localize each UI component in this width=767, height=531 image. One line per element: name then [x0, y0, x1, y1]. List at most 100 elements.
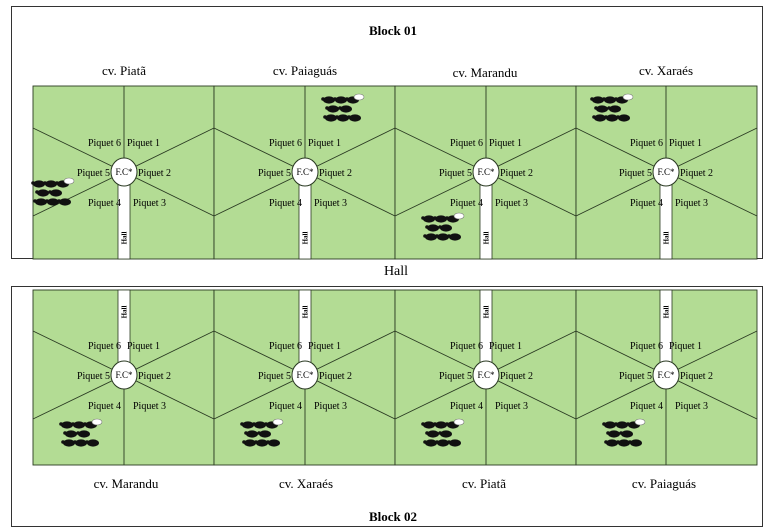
piquet-3-label: Piquet 3 [495, 401, 528, 412]
fence-line [123, 374, 215, 420]
block-02-cultivar-4: cv. Paiaguás [631, 476, 697, 491]
cattle-herd-icon [321, 93, 365, 122]
cattle-head-icon [435, 440, 439, 444]
cattle-icon [440, 430, 452, 438]
piquet-1-label: Piquet 1 [127, 341, 160, 352]
cattle-head-icon [335, 115, 339, 119]
cattle-head-icon [83, 422, 87, 426]
feeding-center [110, 360, 138, 390]
cattle-icon [244, 439, 256, 447]
cattle-herd-icon [421, 212, 465, 241]
cattle-icon [425, 439, 437, 447]
cattle-head-icon [338, 106, 342, 110]
hall-corridor [659, 183, 673, 260]
fence-line [665, 374, 758, 420]
block-01-cultivar-1: cv. Piatã [102, 63, 146, 78]
cattle-head-icon [616, 115, 620, 119]
fence-line [394, 127, 487, 173]
white-cattle-icon [634, 418, 646, 426]
cattle-icon [435, 421, 447, 429]
cattle-icon [349, 114, 361, 122]
cattle-head-icon [31, 181, 35, 185]
cattle-head-icon [244, 431, 248, 435]
cattle-icon [449, 233, 461, 241]
cattle-head-icon [71, 422, 75, 426]
cattle-icon [256, 439, 268, 447]
hall-corridor-label: Hall [121, 232, 129, 245]
feeding-center-label: F.C* [296, 167, 314, 177]
white-cattle-icon [272, 418, 284, 426]
cattle-head-icon [438, 225, 442, 229]
hall-corridor-label: Hall [121, 306, 129, 319]
piquet-1-label: Piquet 1 [669, 341, 702, 352]
cattle-head-icon [626, 422, 630, 426]
piquet-4-label: Piquet 4 [450, 198, 483, 209]
cattle-icon [594, 114, 606, 122]
piquet-5-label: Piquet 5 [439, 168, 472, 179]
fence-line [394, 374, 487, 420]
feeding-center [291, 157, 319, 187]
fence-line [665, 330, 758, 376]
feeding-center-label: F.C* [115, 370, 133, 380]
cattle-icon [618, 114, 630, 122]
cattle-head-icon [604, 440, 608, 444]
cattle-icon [630, 439, 642, 447]
fence-line [213, 171, 306, 217]
feeding-center-label: F.C* [477, 370, 495, 380]
fence-line [32, 330, 125, 376]
fence-line [485, 171, 577, 217]
fence-line [575, 330, 667, 376]
cattle-head-icon [423, 234, 427, 238]
fence-line [394, 330, 487, 376]
cattle-icon [33, 180, 45, 188]
piquet-2-label: Piquet 2 [500, 371, 533, 382]
white-cattle-icon [453, 418, 465, 426]
fence-line [665, 171, 758, 217]
block-02-title: Block 02 [368, 509, 418, 524]
cattle-head-icon [266, 440, 270, 444]
cattle-head-icon [257, 431, 261, 435]
piquet-5-label: Piquet 5 [77, 371, 110, 382]
cattle-head-icon [333, 97, 337, 101]
cattle-icon [246, 430, 258, 438]
cattle-icon [606, 439, 618, 447]
cattle-head-icon [438, 431, 442, 435]
feeding-center [652, 360, 680, 390]
cattle-head-icon [63, 431, 67, 435]
cattle-head-icon [48, 190, 52, 194]
cattle-icon [337, 114, 349, 122]
cattle-head-icon [447, 234, 451, 238]
feeding-center-label: F.C* [296, 370, 314, 380]
piquet-2-label: Piquet 2 [319, 371, 352, 382]
cattle-icon [423, 215, 435, 223]
cattle-head-icon [606, 431, 610, 435]
cattle-icon [335, 96, 347, 104]
cattle-icon [618, 439, 630, 447]
feeding-center [652, 157, 680, 187]
cattle-icon [268, 439, 280, 447]
cattle-herd-icon [240, 418, 284, 447]
cattle-icon [437, 439, 449, 447]
fence-line [394, 171, 487, 217]
block-01-cultivar-3: cv. Marandu [452, 65, 518, 80]
cattle-icon [35, 198, 47, 206]
cattle-head-icon [321, 97, 325, 101]
feeding-center [472, 360, 500, 390]
cattle-head-icon [594, 106, 598, 110]
hall-corridor [298, 183, 312, 260]
cattle-head-icon [73, 440, 77, 444]
fence-line [304, 374, 396, 420]
cattle-icon [608, 430, 620, 438]
hall-corridor-label: Hall [663, 232, 671, 245]
cattle-head-icon [445, 422, 449, 426]
feeding-center [472, 157, 500, 187]
cattle-head-icon [447, 440, 451, 444]
cattle-icon [254, 421, 266, 429]
cattle-head-icon [59, 422, 63, 426]
piquet-3-label: Piquet 3 [314, 401, 347, 412]
fence-line [665, 127, 758, 173]
block-01-cultivar-4: cv. Xaraés [638, 63, 694, 78]
cattle-icon [449, 439, 461, 447]
